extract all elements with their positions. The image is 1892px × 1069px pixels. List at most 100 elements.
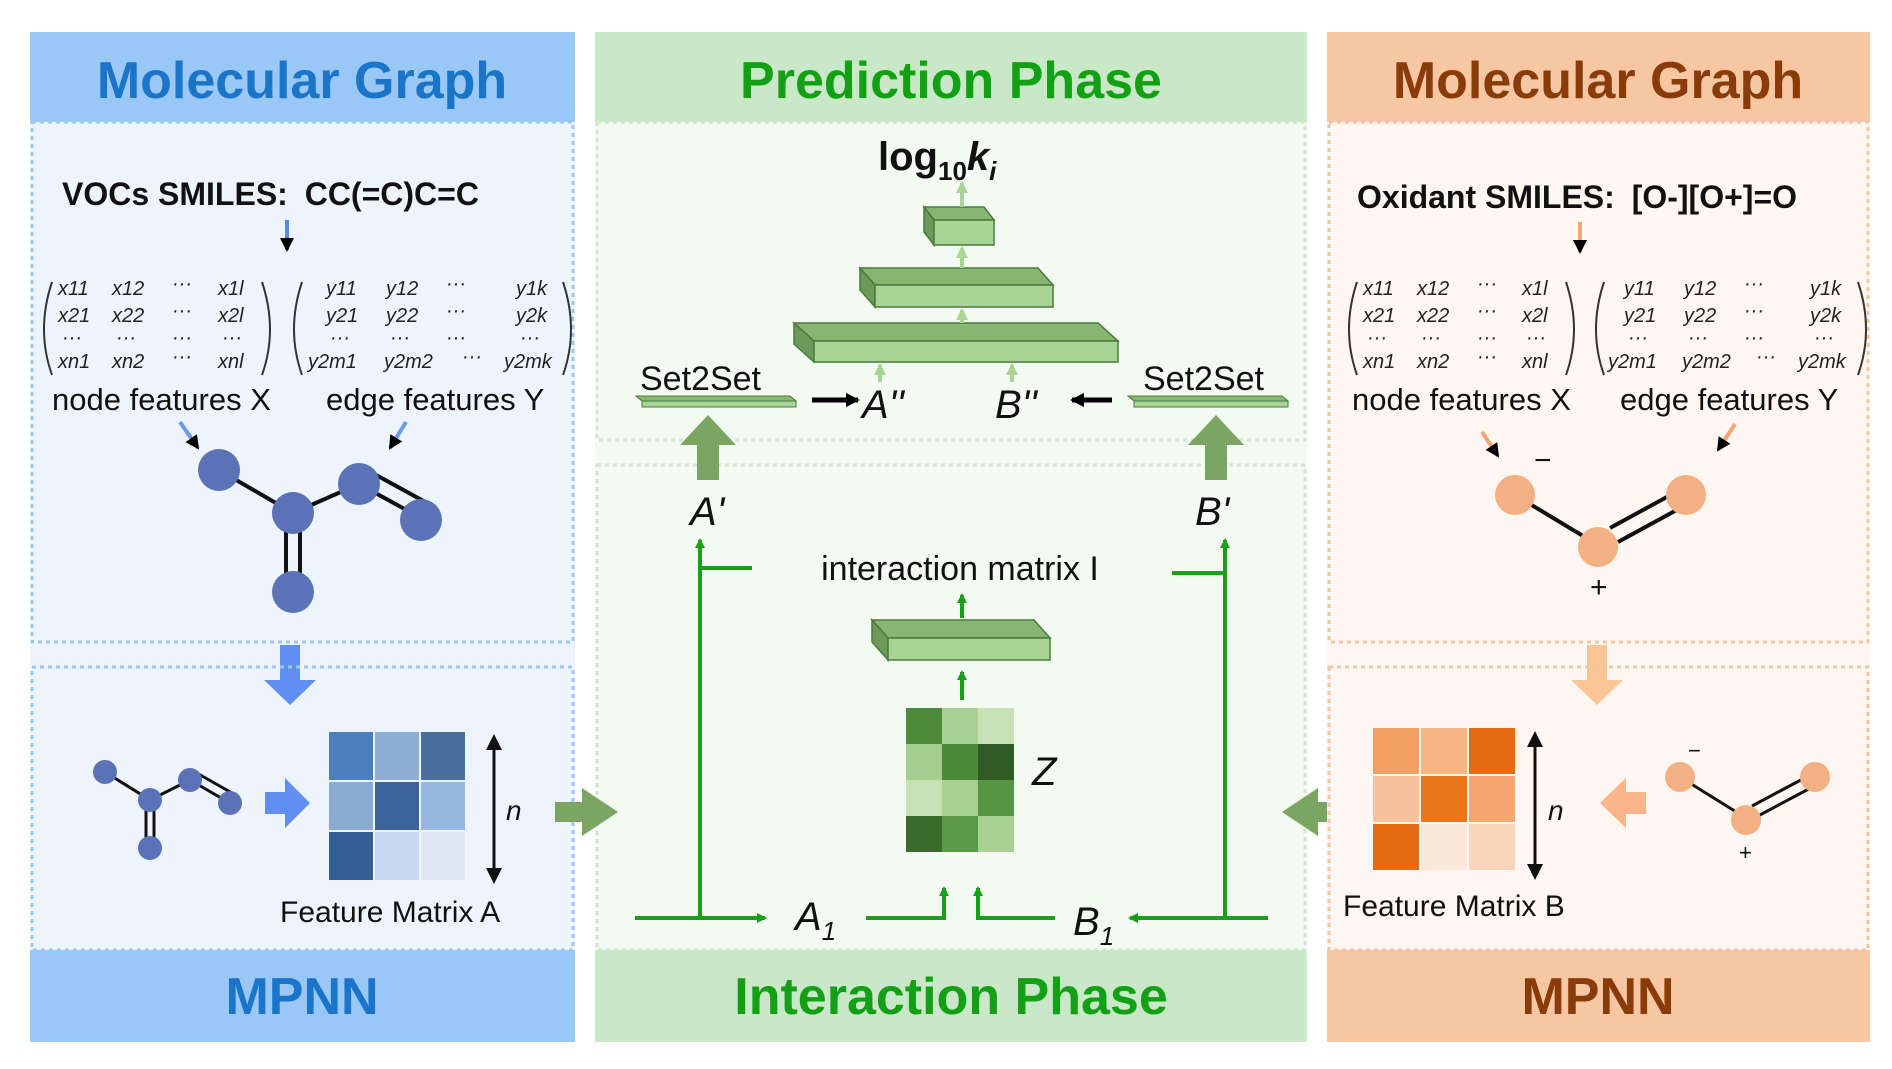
- lem-3-1: y2m2: [382, 351, 433, 373]
- rnm-0-3: x1l: [1521, 278, 1548, 300]
- z-heatmap-cell: [978, 708, 1014, 744]
- b-prime-block-arrow: [1188, 415, 1244, 480]
- left-heatmap-dim-label: n: [506, 795, 522, 826]
- mol-atom-node: [138, 788, 162, 812]
- left-footer-title: MPNN: [225, 968, 378, 1026]
- lnm-3-2: ···: [172, 346, 192, 368]
- mol-atom-node: [1666, 475, 1706, 515]
- set2set-right-plate: [1126, 395, 1290, 408]
- z-heatmap-cell: [942, 780, 978, 816]
- left-panel: Molecular Graph VOCs SMILES: CC(=C)C=C x…: [30, 32, 575, 1042]
- right-heatmap-dim-head-top: [1527, 731, 1543, 747]
- right-heatmap-cell: [1421, 776, 1467, 822]
- rem-1-1: y22: [1682, 305, 1716, 327]
- center-footer-title: Interaction Phase: [734, 968, 1167, 1026]
- left-heatmap-cell: [375, 782, 419, 830]
- prediction-block-mid: [858, 266, 1055, 309]
- plate-top: [634, 395, 798, 402]
- left-heatmap-dim-head-top: [486, 734, 502, 750]
- z-heatmap-cell: [906, 744, 942, 780]
- z-heatmap-cell: [978, 816, 1014, 852]
- mol-bond: [194, 770, 233, 795]
- right-header-box: [1327, 32, 1870, 122]
- b1-base: B: [1073, 900, 1100, 944]
- rnm-1-0: x21: [1362, 305, 1395, 327]
- right-edge-matrix: y11 y12 ··· y1k y21 y22 ··· y2k ··· ··· …: [1595, 273, 1867, 376]
- plate-front: [1133, 400, 1289, 408]
- b1-label: B1: [1073, 900, 1114, 951]
- mol-atom-node: [400, 499, 442, 541]
- output-log-label: log10ki: [878, 135, 997, 186]
- right-panel: Molecular Graph Oxidant SMILES: [O-][O+]…: [1327, 32, 1870, 1042]
- right-footer-box: [1327, 950, 1870, 1042]
- right-graph-minus: −: [1534, 444, 1552, 477]
- right-graph-plus: +: [1590, 571, 1608, 604]
- mol-atom-node: [1665, 762, 1695, 792]
- a-prime-block-arrow: [680, 415, 736, 480]
- right-smiles-value: [O-][O+]=O: [1632, 179, 1797, 215]
- rem-1-0: y21: [1622, 305, 1656, 327]
- right-heatmap-dim-label: n: [1548, 795, 1564, 826]
- right-heatmap-dim-head-bot: [1527, 864, 1543, 880]
- right-header-title: Molecular Graph: [1393, 52, 1803, 110]
- output-var: k: [967, 135, 991, 179]
- right-heatmap-cell: [1373, 824, 1419, 870]
- right-smiles: Oxidant SMILES: [O-][O+]=O: [1357, 179, 1797, 215]
- right-feature-matrix-label: Feature Matrix B: [1343, 890, 1565, 923]
- a-double-prime: A'': [860, 383, 905, 427]
- rnm-1-3: x2l: [1521, 305, 1548, 327]
- rnm-3-2: ···: [1477, 346, 1497, 368]
- right-node-matrix-bracket-l: [1348, 281, 1358, 376]
- rem-0-1: y12: [1682, 278, 1716, 300]
- right-edge-matrix-bracket-r: [1857, 281, 1867, 376]
- z-heatmap-cell: [942, 816, 978, 852]
- mol-atom-node: [1731, 805, 1761, 835]
- left-panel-bg: [30, 32, 575, 1042]
- lnm-0-2: ···: [172, 273, 192, 295]
- block-top-face: [922, 206, 996, 221]
- right-heatmap-cell: [1469, 824, 1515, 870]
- left-edge-matrix-bracket-l: [293, 281, 303, 376]
- left-mini-block-arrow: [265, 778, 310, 828]
- mol-atom-node: [138, 836, 162, 860]
- center-footer-box: [595, 950, 1307, 1042]
- mol-atom-node: [272, 492, 314, 534]
- left-footer-box: [30, 950, 575, 1042]
- left-heatmap-cell: [329, 832, 373, 880]
- rem-0-2: ···: [1744, 273, 1764, 295]
- right-heatmap-cell: [1421, 728, 1467, 774]
- left-down-block-arrow: [264, 645, 316, 705]
- lnm-2-0: ···: [62, 327, 82, 349]
- lem-2-2: ···: [446, 327, 466, 349]
- right-small-minus: −: [1688, 738, 1701, 763]
- right-down-block-arrow: [1571, 645, 1623, 705]
- rnm-0-0: x11: [1362, 278, 1394, 300]
- a1-sub: 1: [822, 916, 836, 946]
- lnm-0-0: x11: [57, 278, 89, 300]
- left-node-matrix-bracket-r: [261, 281, 271, 376]
- rnm-0-1: x12: [1416, 278, 1449, 300]
- output-var-sub: i: [989, 156, 997, 186]
- mol-atom-node: [272, 571, 314, 613]
- left-heatmap-cell: [329, 782, 373, 830]
- rem-1-2: ···: [1744, 300, 1764, 322]
- lem-3-0: y2m1: [306, 351, 357, 373]
- center-header-title: Prediction Phase: [740, 52, 1162, 110]
- interaction-matrix-label: interaction matrix I: [821, 550, 1099, 588]
- z-heatmap: [906, 708, 1014, 852]
- mol-atom-node: [198, 449, 240, 491]
- left-arrow-to-graph-1: [178, 420, 200, 450]
- right-heatmap-cell: [1373, 776, 1419, 822]
- lem-2-0: ···: [330, 327, 350, 349]
- rnm-2-0: ···: [1367, 327, 1387, 349]
- left-heatmap-cell: [329, 732, 373, 780]
- rem-2-0: ···: [1628, 327, 1648, 349]
- rem-2-1: ···: [1688, 327, 1708, 349]
- mol-atom-node: [178, 768, 202, 792]
- lem-2-3: ···: [520, 327, 540, 349]
- rnm-1-1: x22: [1416, 305, 1449, 327]
- plate-front: [641, 400, 797, 408]
- b1-sub: 1: [1100, 921, 1114, 951]
- rnm-2-2: ···: [1477, 327, 1497, 349]
